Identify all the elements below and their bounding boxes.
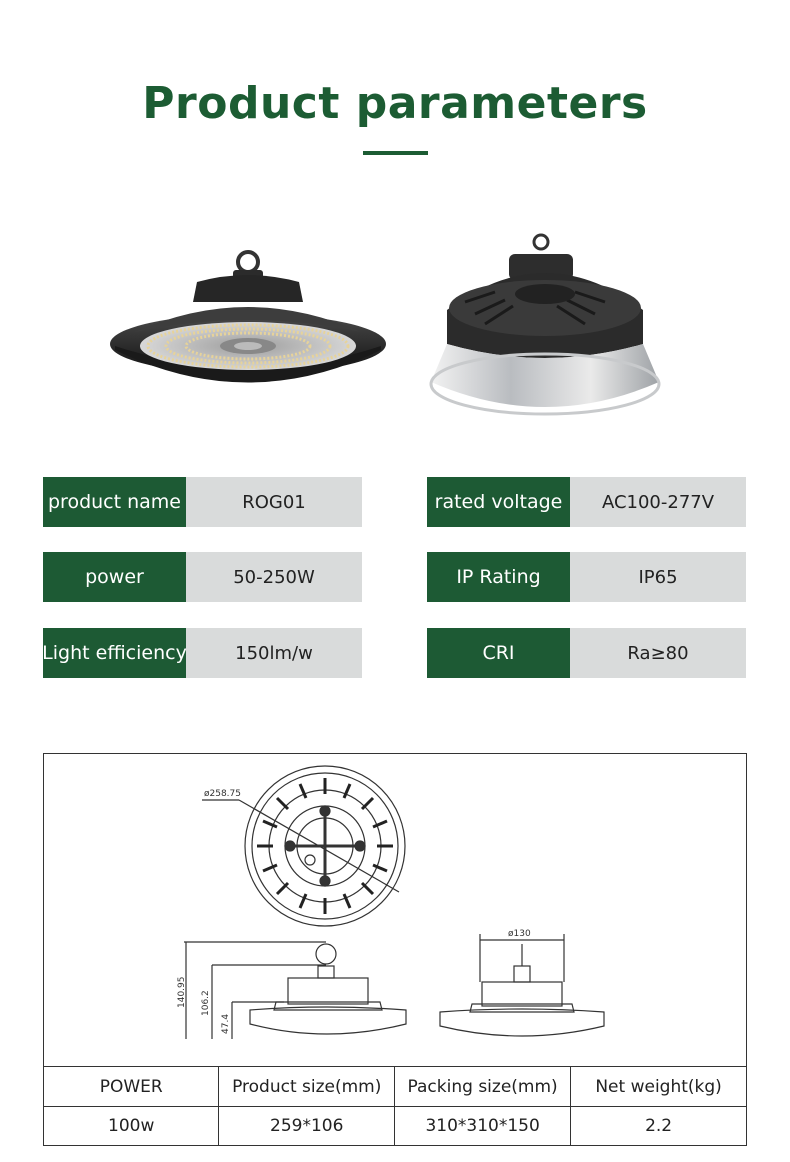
param-label: power [43, 552, 186, 602]
table-cell: 259*106 [218, 1106, 396, 1146]
spec-table: POWER Product size(mm) Packing size(mm) … [42, 1066, 747, 1146]
param-label: Light efficiency [42, 628, 187, 678]
page-title: Product parameters [142, 78, 648, 129]
param-power: power 50-250W [43, 552, 362, 602]
dim-top-diameter-label: ø130 [508, 929, 531, 939]
header-cell: Net weight(kg) [570, 1066, 747, 1107]
dimension-drawing: ø258.75 ø130 140.95 106.2 47.4 [177, 765, 605, 1039]
dim-height-base-label: 47.4 [221, 1014, 231, 1034]
lamp-image-reflector [429, 233, 661, 416]
param-value: 50-250W [186, 552, 362, 602]
table-cell: 100w [42, 1106, 220, 1146]
dimension-drawing-panel: ø258.75 ø130 140.95 106.2 47.4 [43, 753, 747, 1146]
table-cell: 2.2 [570, 1106, 747, 1146]
param-label: product name [43, 477, 186, 527]
param-value: IP65 [570, 552, 746, 602]
table-row: 100w 259*106 310*310*150 2.2 [42, 1106, 747, 1146]
spec-table-header-row: POWER Product size(mm) Packing size(mm) … [42, 1066, 747, 1107]
header-cell: POWER [42, 1066, 220, 1107]
param-light-efficiency: Light efficiency 150lm/w [42, 628, 362, 678]
param-rated-voltage: rated voltage AC100-277V [427, 477, 746, 527]
dim-diameter-label: ø258.75 [204, 789, 241, 799]
dim-height-total-label: 140.95 [177, 977, 187, 1009]
param-product-name: product name ROG01 [43, 477, 362, 527]
param-label: IP Rating [427, 552, 570, 602]
param-value: AC100-277V [570, 477, 746, 527]
dim-height-body-label: 106.2 [201, 990, 211, 1016]
header-cell: Packing size(mm) [394, 1066, 572, 1107]
title-underline [363, 151, 428, 155]
param-value: 150lm/w [186, 628, 362, 678]
param-value: ROG01 [186, 477, 362, 527]
param-label: rated voltage [427, 477, 570, 527]
table-cell: 310*310*150 [394, 1106, 572, 1146]
param-cri: CRI Ra≥80 [427, 628, 746, 678]
param-value: Ra≥80 [570, 628, 746, 678]
param-ip-rating: IP Rating IP65 [427, 552, 746, 602]
param-label: CRI [427, 628, 570, 678]
lamp-image-front [110, 250, 386, 383]
header-cell: Product size(mm) [218, 1066, 396, 1107]
